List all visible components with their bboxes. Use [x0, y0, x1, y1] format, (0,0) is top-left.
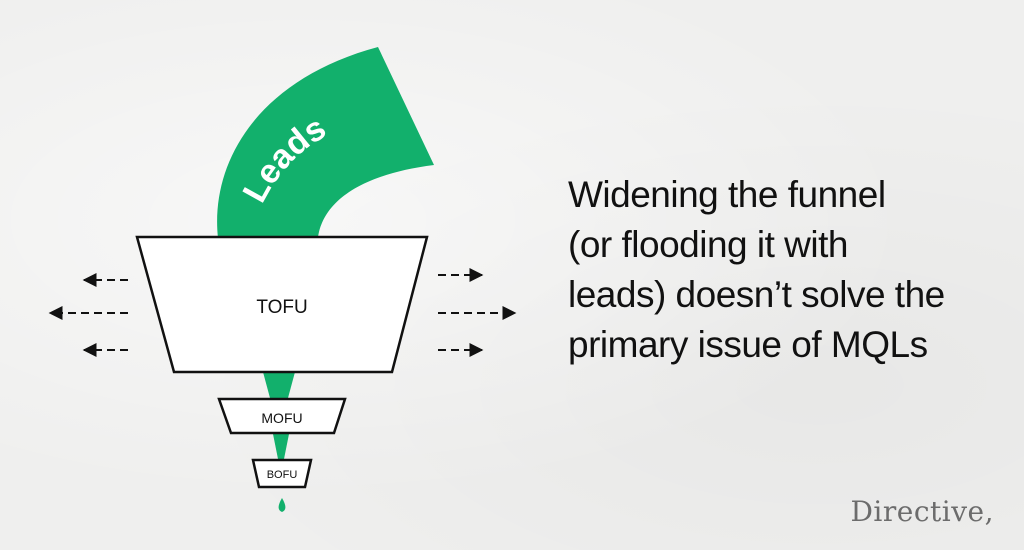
final-lead-drop: [278, 498, 286, 512]
stage-tofu: TOFU: [135, 235, 429, 374]
headline-line-2: (or flooding it with: [568, 224, 848, 265]
left-leak-arrows: [48, 273, 128, 357]
directive-logo: Directive,: [850, 495, 994, 528]
stage-bofu: BOFU: [251, 458, 313, 489]
headline-line-4: primary issue of MQLs: [568, 324, 928, 365]
directive-logo-text: Directive,: [850, 495, 994, 528]
headline: Widening the funnel (or flooding it with…: [568, 170, 1008, 370]
tofu-to-mofu-drip: [263, 372, 295, 398]
stage-mofu-label: MOFU: [261, 410, 302, 426]
stage-bofu-label: BOFU: [267, 469, 298, 481]
headline-line-1: Widening the funnel: [568, 174, 886, 215]
leads-stream: [217, 47, 434, 238]
stage-tofu-label: TOFU: [256, 297, 307, 318]
mofu-to-bofu-drip: [273, 434, 289, 459]
stage-mofu: MOFU: [217, 397, 347, 435]
headline-line-3: leads) doesn’t solve the: [568, 274, 945, 315]
right-leak-arrows: [438, 268, 517, 357]
